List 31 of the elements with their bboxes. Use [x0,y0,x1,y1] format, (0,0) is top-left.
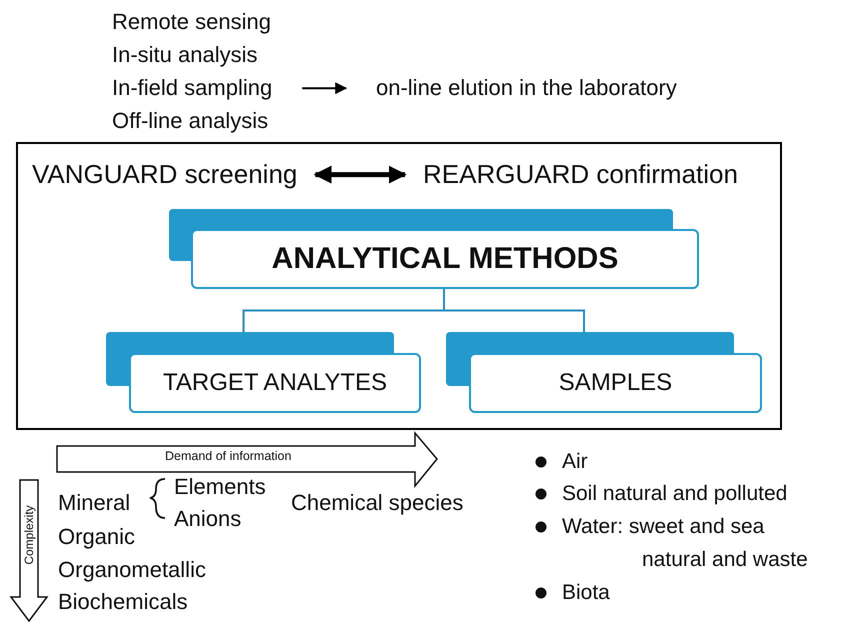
list-item: Off-line analysis [112,108,268,134]
stacked-card [106,332,421,413]
heading-text: REARGUARD confirmation [423,159,738,190]
stacked-card [446,332,762,413]
arrow [302,82,348,94]
card-title: SAMPLES [558,369,672,397]
list-item: Anions [174,506,242,532]
list-item: Chemical species [291,490,464,516]
frame-box [16,142,782,430]
list-item: Biochemicals [58,589,188,616]
card-title: ANALYTICAL METHODS [272,242,618,276]
list-item: Water: sweet and sea [562,514,764,540]
result-text: on-line elution in the laboratory [376,75,677,102]
list-item: Biota [562,580,610,606]
heading-text: VANGUARD screening [32,159,298,190]
card-title: TARGET ANALYTES [162,369,388,397]
arrow [314,166,407,184]
list-item: Mineral [58,490,130,516]
axis-label: Complexity [22,505,36,565]
list-item: Remote sensing [112,9,271,36]
list-item: Elements [174,474,266,500]
list-item: Organometallic [58,557,206,584]
stacked-card [169,209,699,289]
list-item: In-situ analysis [112,42,258,68]
list-item: Organic [58,524,136,550]
connector-line [443,289,585,332]
list-item: Air [562,449,588,474]
list-item: Soil natural and polluted [562,481,788,506]
axis-label: Demand of information [165,449,292,464]
list-item: In-field sampling [112,75,272,102]
list-item: natural and waste [642,547,808,572]
